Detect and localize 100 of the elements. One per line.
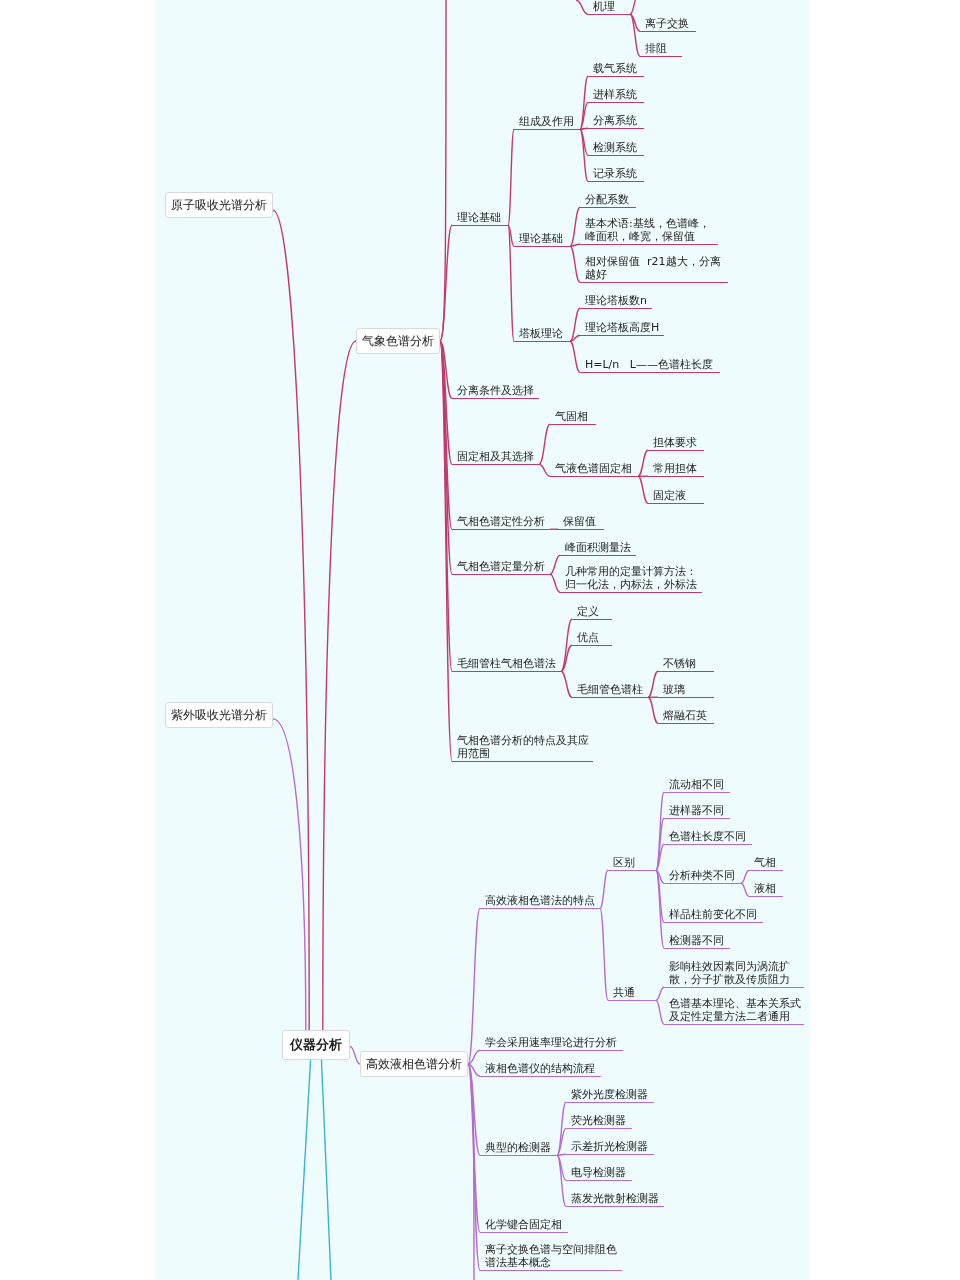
branch-line	[556, 1153, 567, 1156]
branch-line	[637, 475, 649, 504]
branch-line	[655, 843, 665, 871]
branch-line	[507, 224, 515, 342]
subtopic-label: 进样系统	[588, 88, 644, 103]
subtopic-label: 塔板理论	[514, 327, 570, 342]
branch-line	[740, 882, 750, 897]
branch-line	[655, 986, 665, 1001]
subtopic-label: 保留值	[558, 515, 604, 530]
subtopic-label: 检测系统	[588, 141, 644, 156]
branch-line	[569, 206, 581, 247]
subtopic-label: 组成及作用	[514, 115, 580, 130]
branch-line	[507, 224, 515, 247]
branch-line	[272, 718, 307, 1031]
branch-line	[556, 1127, 567, 1156]
branch-line	[560, 670, 573, 698]
subtopic-label: 高效液相色谱法的特点	[480, 894, 600, 909]
subtopic-label: 机理	[588, 0, 630, 15]
subtopic-label: 学会采用速率理论进行分析	[480, 1036, 623, 1051]
subtopic-label: 液相	[749, 882, 783, 897]
branch-line	[569, 307, 581, 342]
subtopic-label: 离子交换	[640, 17, 696, 32]
subtopic-label: 分离系统	[588, 114, 644, 129]
branch-line	[647, 696, 659, 724]
subtopic-label: 区别	[608, 856, 656, 871]
branch-line	[655, 791, 665, 871]
subtopic-label: 基本术语:基线，色谱峰，峰面积，峰宽，保留值	[580, 217, 718, 245]
branch-line	[549, 554, 561, 575]
topic-box: 原子吸收光谱分析	[165, 192, 273, 218]
subtopic-label: 检测器不同	[664, 934, 730, 949]
subtopic-label: H=L/n L——色谱柱长度	[580, 358, 720, 373]
branch-line	[569, 245, 581, 283]
branch-line	[439, 340, 453, 465]
subtopic-label: 电导检测器	[566, 1166, 632, 1181]
branch-line	[538, 423, 551, 465]
subtopic-label: 几种常用的定量计算方法：归一化法，内标法，外标法	[560, 565, 702, 593]
subtopic-label: 气相色谱定性分析	[452, 515, 550, 530]
branch-line	[549, 573, 561, 593]
subtopic-label: 理论塔板数n	[580, 294, 652, 309]
branch-line	[507, 128, 515, 226]
subtopic-label: 化学键合固定相	[480, 1218, 568, 1233]
branch-line	[740, 869, 750, 884]
branch-line	[579, 101, 589, 130]
subtopic-label: 固定液	[648, 489, 704, 504]
subtopic-label: 理论基础	[452, 211, 508, 226]
subtopic-label: 峰面积测量法	[560, 541, 636, 556]
branch-line	[569, 334, 581, 342]
subtopic-label: 定义	[572, 605, 612, 620]
branch-line	[579, 128, 589, 182]
subtopic-label: 典型的检测器	[480, 1141, 557, 1156]
topic-box: 高效液相色谱分析	[360, 1051, 468, 1077]
branch-line	[655, 999, 665, 1025]
subtopic-label: 常用担体	[648, 462, 704, 477]
subtopic-label: 紫外光度检测器	[566, 1088, 654, 1103]
subtopic-label: 液相色谱仪的结构流程	[480, 1062, 601, 1077]
subtopic-label: 色谱柱长度不同	[664, 830, 752, 845]
subtopic-label: 相对保留值 r21越大，分离越好	[580, 255, 728, 283]
subtopic-label: 气固相	[550, 410, 596, 425]
branch-line	[467, 1063, 475, 1280]
branch-line	[647, 670, 659, 698]
subtopic-label: 色谱基本理论、基本关系式及定性定量方法二者通用	[664, 997, 804, 1025]
subtopic-label: 分析种类不同	[664, 869, 741, 884]
branch-line	[322, 340, 357, 1031]
subtopic-label: 蒸发光散射检测器	[566, 1192, 664, 1207]
branch-line	[556, 1154, 567, 1207]
branch-line	[467, 1049, 481, 1065]
branch-line	[569, 243, 581, 247]
subtopic-label: 示差折光检测器	[566, 1140, 654, 1155]
branch-line	[629, 13, 641, 57]
branch-line	[579, 127, 589, 130]
branch-line	[439, 224, 453, 342]
branch-line	[560, 644, 573, 672]
subtopic-label: 共通	[608, 986, 656, 1001]
subtopic-label: 影响柱效因素同为涡流扩散，分子扩散及传质阻力	[664, 960, 804, 988]
subtopic-label: 记录系统	[588, 167, 644, 182]
branch-line	[556, 1154, 567, 1181]
subtopic-label: 气相色谱分析的特点及其应用范围	[452, 734, 593, 762]
branch-line	[637, 475, 649, 477]
subtopic-label: 固定相及其选择	[452, 450, 539, 465]
branch-line	[599, 869, 609, 909]
branch-line	[629, 0, 639, 15]
topic-box: 气象色谱分析	[356, 328, 440, 354]
branch-line	[655, 869, 665, 923]
branch-line	[320, 1059, 332, 1280]
subtopic-label: 担体要求	[648, 436, 704, 451]
subtopic-label: 流动相不同	[664, 778, 730, 793]
subtopic-label: 毛细管柱气相色谱法	[452, 657, 561, 672]
subtopic-label: 分配系数	[580, 193, 636, 208]
branch-line	[599, 907, 609, 1001]
subtopic-label: 气相	[749, 856, 783, 871]
branch-line	[560, 618, 573, 672]
subtopic-label: 毛细管色谱柱	[572, 683, 648, 698]
branch-line	[467, 907, 481, 1065]
subtopic-label: 荧光检测器	[566, 1114, 632, 1129]
branch-line	[467, 1063, 481, 1077]
subtopic-label: 优点	[572, 631, 612, 646]
subtopic-label: 不锈钢	[658, 657, 714, 672]
branch-line	[272, 209, 310, 1031]
branch-line	[297, 1059, 312, 1280]
central-topic-box: 仪器分析	[282, 1030, 350, 1060]
